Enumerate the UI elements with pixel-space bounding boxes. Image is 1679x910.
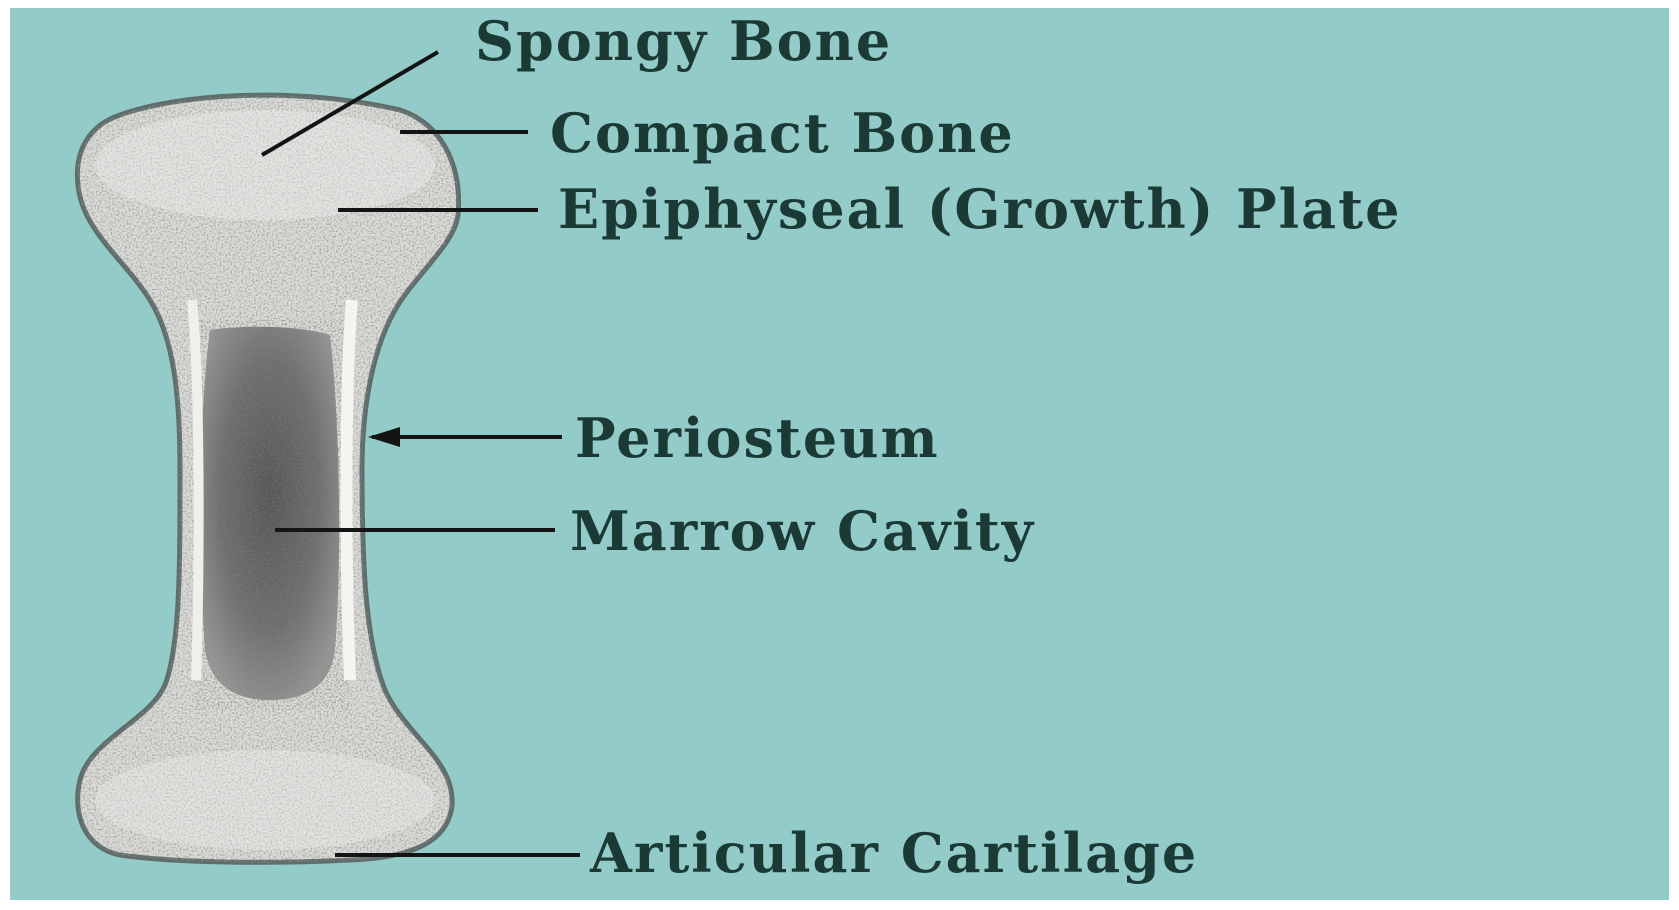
label-periosteum: Periosteum	[575, 406, 940, 470]
label-marrow-cavity: Marrow Cavity	[570, 499, 1035, 563]
label-articular-cartilage: Articular Cartilage	[589, 821, 1198, 885]
label-epiphyseal-plate: Epiphyseal (Growth) Plate	[558, 177, 1401, 241]
compact-bone-edge-right	[346, 300, 352, 680]
label-compact-bone: Compact Bone	[550, 101, 1015, 165]
label-spongy-bone: Spongy Bone	[475, 9, 892, 73]
